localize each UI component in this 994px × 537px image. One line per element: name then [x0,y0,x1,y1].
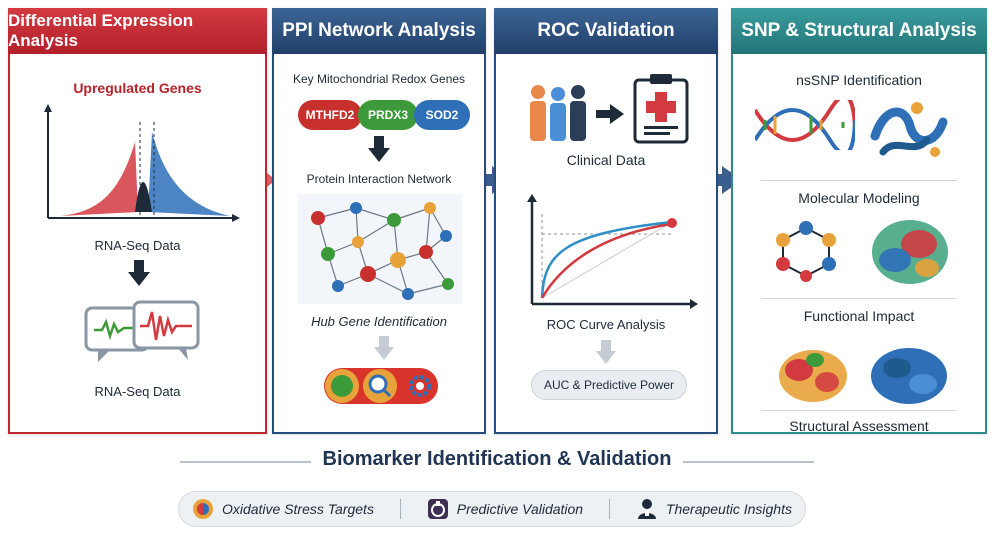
clinical-data-label: Clinical Data [566,152,646,168]
upregulated-genes-label: Upregulated Genes [73,80,202,96]
nssnp-label: nsSNP Identification [796,72,922,88]
therapeutic-insights-icon [637,499,656,519]
protein-structure-icon [870,102,948,157]
molecular-modeling-label: Molecular Modeling [798,190,920,206]
panel-title-ppi: PPI Network Analysis [272,8,486,54]
auc-badge: AUC & Predictive Power [531,370,687,400]
right-arrow-icon [596,104,624,124]
divider [761,298,957,299]
hub-gene-tools-icon [324,368,438,404]
panel-title-roc: ROC Validation [494,8,718,54]
people-icon [530,85,586,141]
outcome-predictive: Predictive Validation [427,498,583,520]
signal-chat-icon [84,300,200,362]
molecule-ring-icon [776,221,836,282]
gene-pill-sod2: SOD2 [414,100,470,130]
down-arrow-icon [128,260,150,286]
protein-assessment-icon [871,348,947,404]
dna-helix-icon [755,100,855,150]
oxidative-stress-icon [192,499,213,519]
rnaseq-label-1: RNA-Seq Data [94,238,181,253]
structural-assessment-label: Structural Assessment [789,418,929,434]
bottom-title: Biomarker Identification & Validation [0,448,994,471]
divider [614,461,814,463]
divider [180,461,380,463]
rnaseq-label-2: RNA-Seq Data [94,384,181,399]
panel-ppi-network: PPI Network Analysis Key Mitochondrial R… [272,8,486,434]
gene-pill-mthfd2: MTHFD2 [298,100,362,130]
gene-pill-prdx3: PRDX3 [358,100,418,130]
key-genes-label: Key Mitochondrial Redox Genes [292,72,466,86]
down-arrow-icon [596,340,616,364]
medical-record-icon [633,74,689,144]
panel-title-differential-expression: Differential Expression Analysis [8,8,267,54]
panel-title-snp: SNP & Structural Analysis [731,8,987,54]
panel-snp-structural: SNP & Structural Analysis nsSNP Identifi… [731,8,987,434]
divider [761,410,957,411]
roc-curve-icon [527,194,698,309]
protein-network-icon [298,194,462,304]
divider [609,499,610,519]
down-arrow-icon [374,336,394,360]
panel-differential-expression: Differential Expression Analysis Upregul… [8,8,267,434]
divider [399,499,401,519]
divider [761,180,957,181]
functional-impact-label: Functional Impact [803,308,915,324]
protein-impact-icon [779,350,847,402]
down-arrow-icon [368,136,390,162]
hub-gene-label: Hub Gene Identification [311,314,447,329]
predictive-validation-icon [427,499,448,519]
protein-complex-icon [872,220,948,284]
panel-roc-validation: ROC Validation Clinical Data [494,8,718,434]
outcome-therapeutic: Therapeutic Insights [636,498,792,520]
roc-curve-label: ROC Curve Analysis [546,317,666,332]
network-label: Protein Interaction Network [306,172,452,186]
outcomes-bar: Oxidative Stress Targets Predictive Vali… [178,491,806,527]
volcano-plot-icon [44,104,240,222]
outcome-oxidative: Oxidative Stress Targets [192,498,374,520]
